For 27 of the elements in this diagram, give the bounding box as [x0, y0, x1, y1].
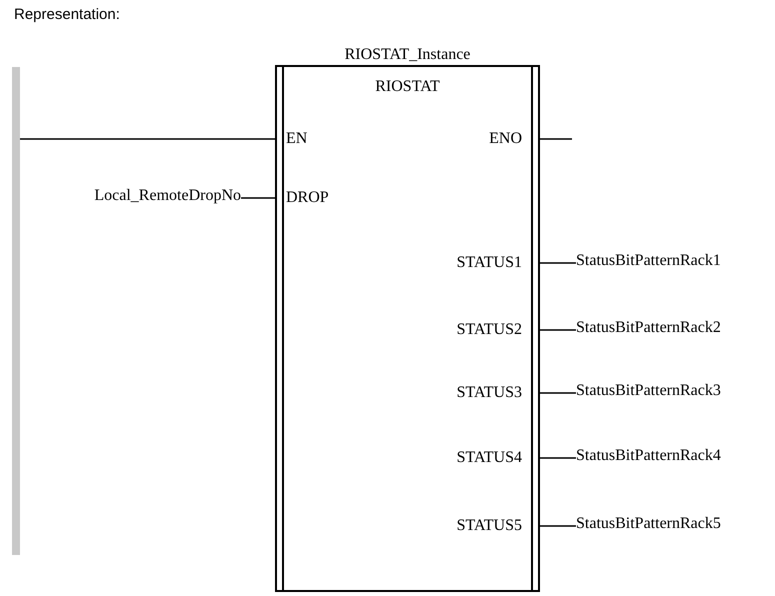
- connection-line: [20, 138, 275, 140]
- power-rail: [12, 67, 20, 555]
- connection-line: [540, 457, 576, 459]
- variable-label: StatusBitPatternRack3: [576, 381, 721, 401]
- variable-label: StatusBitPatternRack4: [576, 446, 721, 466]
- pin-label: STATUS5: [456, 516, 538, 536]
- connection-line: [241, 197, 275, 199]
- connection-line: [540, 392, 576, 394]
- variable-label: Local_RemoteDropNo: [94, 186, 241, 206]
- function-block: [275, 65, 540, 592]
- title: Representation:: [14, 6, 120, 23]
- block-type-name: RIOSTAT: [374, 77, 441, 97]
- variable-label: StatusBitPatternRack1: [576, 251, 721, 271]
- pin-label: STATUS1: [456, 253, 538, 273]
- connection-line: [540, 525, 576, 527]
- connection-line: [540, 138, 572, 140]
- connection-line: [540, 329, 576, 331]
- pin-label: STATUS4: [456, 448, 538, 468]
- variable-label: StatusBitPatternRack2: [576, 318, 721, 338]
- connection-line: [540, 262, 576, 264]
- pin-label: STATUS2: [456, 320, 538, 340]
- pin-label: DROP: [277, 188, 329, 208]
- pin-label: STATUS3: [456, 383, 538, 403]
- pin-label: EN: [277, 129, 308, 149]
- instance-name: RIOSTAT_Instance: [344, 45, 472, 65]
- variable-label: StatusBitPatternRack5: [576, 514, 721, 534]
- pin-label: ENO: [489, 129, 538, 149]
